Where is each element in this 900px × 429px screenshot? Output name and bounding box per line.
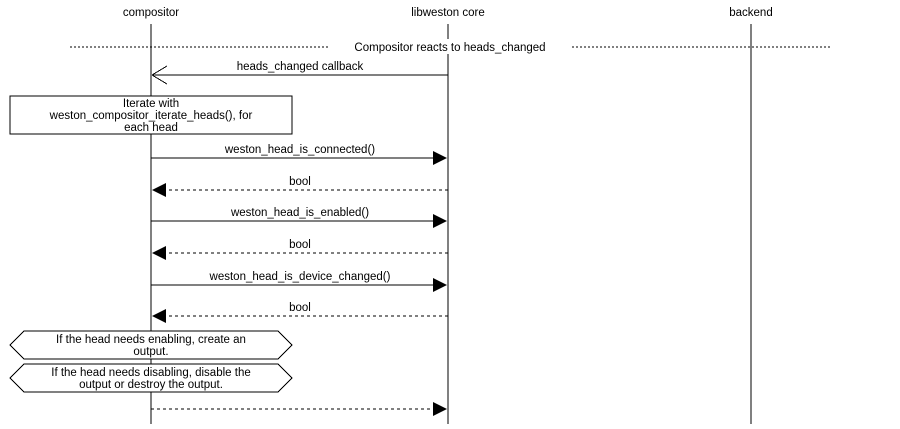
message-label-return-bool-device-changed: bool — [289, 302, 311, 314]
message-label-heads-changed-callback: heads_changed callback — [237, 61, 364, 73]
condition-hexagon-disable-head — [9, 363, 293, 393]
arrowhead-filled-right-weston-head-is-device-changed — [433, 278, 447, 292]
condition-enable-head: If the head needs enabling, create an ou… — [9, 330, 293, 360]
divider-label: Compositor reacts to heads_changed — [354, 42, 545, 54]
note-line-3: each head — [124, 122, 178, 134]
message-weston-head-is-device-changed[interactable]: weston_head_is_device_changed() — [151, 271, 447, 292]
arrowhead-filled-left-return-bool-enabled — [152, 246, 166, 260]
participant-label-backend: backend — [729, 7, 772, 19]
message-return-bool-enabled[interactable]: bool — [152, 239, 448, 260]
condition-disable-head-line-2: output or destroy the output. — [79, 379, 223, 391]
note-line-1: Iterate with — [123, 98, 179, 110]
message-label-weston-head-is-connected: weston_head_is_connected() — [224, 144, 375, 156]
message-label-return-bool-enabled: bool — [289, 239, 311, 251]
arrowhead-filled-left-return-bool-connected — [152, 183, 166, 197]
condition-disable-head-line-1: If the head needs disabling, disable the — [51, 367, 250, 379]
message-weston-head-is-enabled[interactable]: weston_head_is_enabled() — [151, 207, 447, 228]
message-heads-changed-callback[interactable]: heads_changed callback — [151, 61, 448, 85]
message-final-unlabeled[interactable] — [151, 402, 447, 416]
arrowhead-filled-right-final-unlabeled — [433, 402, 447, 416]
condition-enable-head-line-2: output. — [133, 346, 168, 358]
participant-headers: compositor libweston core backend — [123, 7, 773, 19]
arrowhead-open-left-heads-changed-callback — [151, 65, 168, 85]
condition-disable-head: If the head needs disabling, disable the… — [9, 363, 293, 393]
arrowhead-filled-right-weston-head-is-enabled — [433, 214, 447, 228]
message-label-weston-head-is-enabled: weston_head_is_enabled() — [230, 207, 369, 219]
participant-label-libweston-core: libweston core — [411, 7, 485, 19]
message-label-return-bool-connected: bool — [289, 176, 311, 188]
note-box-iterate-heads — [9, 95, 293, 135]
note-iterate-heads: Iterate with weston_compositor_iterate_h… — [9, 95, 293, 135]
participant-label-compositor: compositor — [123, 7, 179, 19]
message-return-bool-connected[interactable]: bool — [152, 176, 448, 197]
divider-compositor-reacts: Compositor reacts to heads_changed — [70, 39, 830, 54]
message-weston-head-is-connected[interactable]: weston_head_is_connected() — [151, 144, 447, 165]
message-return-bool-device-changed[interactable]: bool — [152, 302, 448, 323]
condition-enable-head-line-1: If the head needs enabling, create an — [56, 334, 246, 346]
note-line-2: weston_compositor_iterate_heads(), for — [49, 110, 253, 122]
arrowhead-filled-left-return-bool-device-changed — [152, 309, 166, 323]
arrowhead-filled-right-weston-head-is-connected — [433, 151, 447, 165]
condition-hexagon-enable-head — [9, 330, 293, 360]
message-label-weston-head-is-device-changed: weston_head_is_device_changed() — [209, 271, 391, 283]
divider-label-backdrop — [328, 39, 572, 54]
